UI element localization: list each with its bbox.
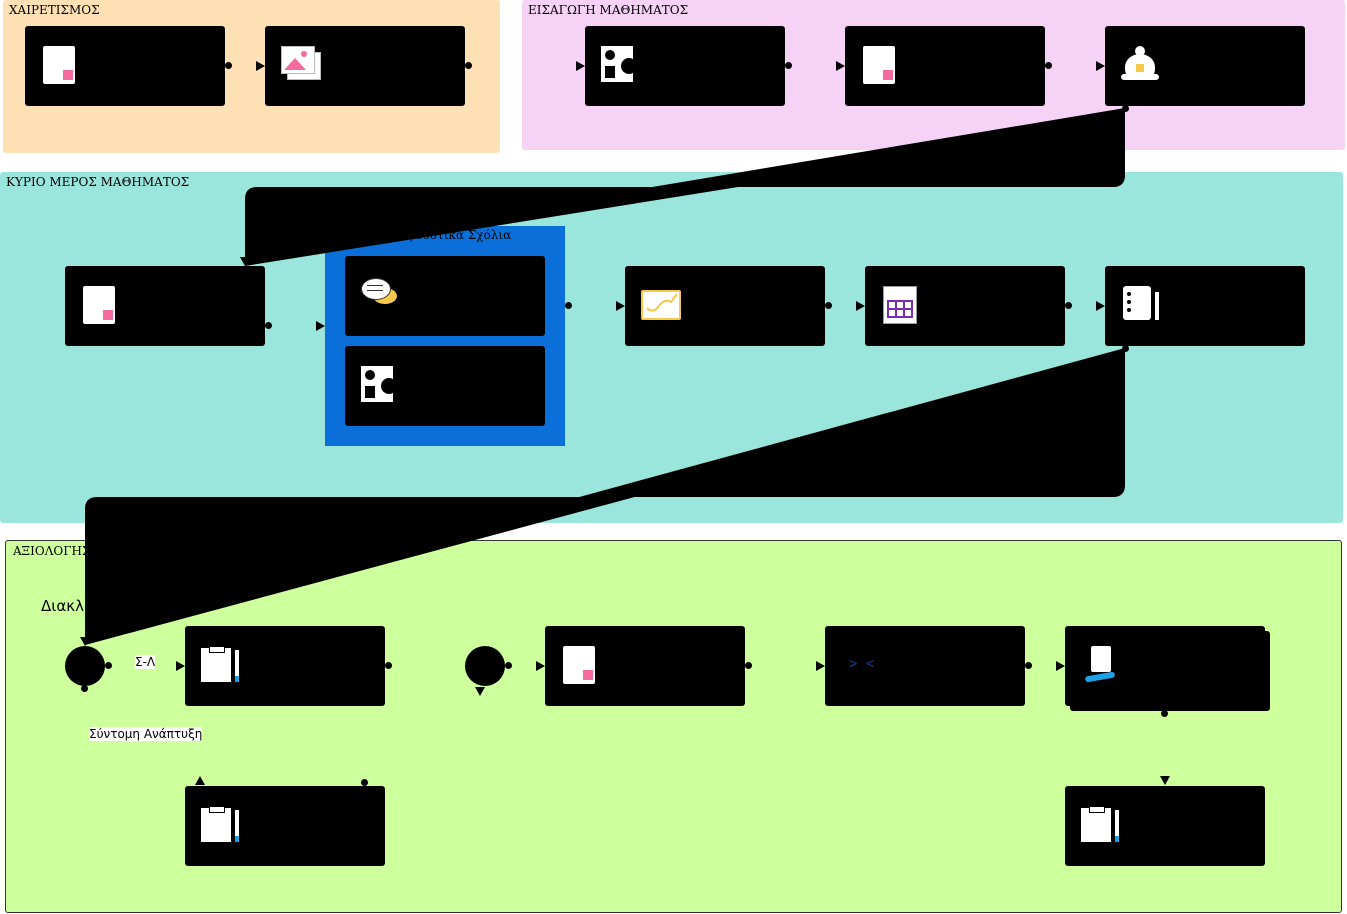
connector-intro-main-diagonal	[245, 108, 1125, 266]
quiz-icon	[201, 644, 241, 688]
port-dot[interactable]	[1065, 302, 1072, 309]
intro-node-3[interactable]	[1105, 26, 1305, 106]
connector-main-assess-diagonal	[85, 348, 1125, 645]
branch-title: Διακλάδωση	[41, 597, 135, 615]
spreadsheet-icon	[881, 284, 921, 328]
arrow-head	[176, 661, 185, 671]
port-dot[interactable]	[785, 62, 792, 69]
code-symbol: > <	[849, 656, 875, 672]
assess-node-3[interactable]: > <	[825, 626, 1025, 706]
arrow-head	[1160, 776, 1170, 785]
true-false-label: Σ-Λ	[135, 655, 156, 669]
branch-gateway[interactable]	[65, 646, 105, 686]
join-gateway[interactable]	[465, 646, 505, 686]
chat-icon	[361, 274, 401, 318]
port-dot[interactable]	[1025, 662, 1032, 669]
bell-icon	[1121, 44, 1161, 88]
intro-node-2[interactable]	[845, 26, 1045, 106]
port-dot[interactable]	[81, 685, 88, 692]
assess-node-1[interactable]	[185, 626, 385, 706]
arrow-head	[536, 661, 545, 671]
lane-title: ΑΞΙΟΛΟΓΗΣΗ	[13, 544, 101, 558]
port-dot[interactable]	[385, 662, 392, 669]
lane-title: ΧΑΙΡΕΤΙΣΜΟΣ	[9, 3, 100, 17]
quiz-icon	[201, 804, 241, 848]
main-node-5[interactable]	[1105, 266, 1305, 346]
arrow-head	[836, 61, 845, 71]
shapes-icon	[361, 364, 401, 408]
port-dot[interactable]	[825, 302, 832, 309]
port-dot[interactable]	[465, 62, 472, 69]
main-node-3[interactable]	[625, 266, 825, 346]
arrow-head	[576, 61, 585, 71]
group-label: Ανατροφοδοτικά Σχόλια	[362, 228, 512, 242]
code-icon: > <	[841, 644, 881, 688]
lane-title: ΚΥΡΙΟ ΜΕΡΟΣ ΜΑΘΗΜΑΤΟΣ	[6, 175, 190, 189]
image-icon	[281, 44, 321, 88]
greeting-node-1[interactable]	[25, 26, 225, 106]
port-dot[interactable]	[361, 779, 368, 786]
arrow-head	[616, 301, 625, 311]
group-node-1[interactable]	[345, 256, 545, 336]
port-dot[interactable]	[1161, 710, 1168, 717]
whiteboard-icon	[641, 284, 681, 328]
port-dot[interactable]	[1122, 105, 1129, 112]
assess-node-6[interactable]	[1065, 786, 1265, 866]
submit-icon	[1081, 644, 1121, 688]
notebook-icon	[1121, 284, 1161, 328]
short-answer-label: Σύντομη Ανάπτυξη	[89, 727, 203, 741]
quiz-icon	[1081, 804, 1121, 848]
arrow-head	[856, 301, 865, 311]
arrow-head	[240, 257, 250, 266]
arrow-head	[816, 661, 825, 671]
assess-node-5[interactable]	[185, 786, 385, 866]
arrow-head	[256, 61, 265, 71]
port-dot[interactable]	[1122, 345, 1129, 352]
port-dot[interactable]	[505, 662, 512, 669]
port-dot[interactable]	[265, 322, 272, 329]
group-node-2[interactable]	[345, 346, 545, 426]
arrow-head	[80, 637, 90, 646]
page-icon	[861, 44, 901, 88]
lane-title: ΕΙΣΑΓΩΓΗ ΜΑΘΗΜΑΤΟΣ	[528, 3, 689, 17]
assess-node-2[interactable]	[545, 626, 745, 706]
page-icon	[41, 44, 81, 88]
arrow-head	[316, 321, 325, 331]
page-icon	[561, 644, 601, 688]
arrow-head	[195, 776, 205, 785]
main-node-4[interactable]	[865, 266, 1065, 346]
port-dot[interactable]	[565, 302, 572, 309]
port-dot[interactable]	[745, 662, 752, 669]
arrow-head	[475, 687, 485, 696]
port-dot[interactable]	[105, 662, 112, 669]
assess-node-4[interactable]	[1065, 626, 1265, 706]
shapes-icon	[601, 44, 641, 88]
port-dot[interactable]	[1045, 62, 1052, 69]
main-node-1[interactable]	[65, 266, 265, 346]
arrow-head	[1096, 61, 1105, 71]
page-icon	[81, 284, 121, 328]
greeting-node-2[interactable]	[265, 26, 465, 106]
arrow-head	[1096, 301, 1105, 311]
arrow-head	[1056, 661, 1065, 671]
port-dot[interactable]	[225, 62, 232, 69]
intro-node-1[interactable]	[585, 26, 785, 106]
